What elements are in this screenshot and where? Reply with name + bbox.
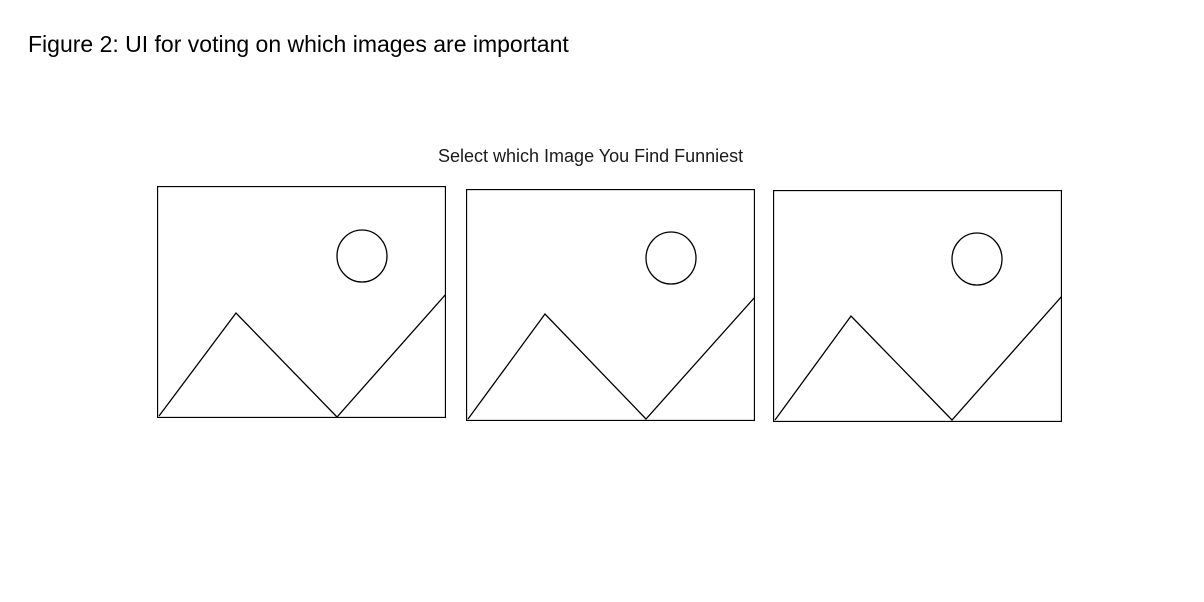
image-option-1[interactable] (157, 186, 446, 418)
voting-prompt: Select which Image You Find Funniest (438, 146, 744, 166)
image-placeholder-icon (157, 186, 446, 418)
image-placeholder-icon (466, 189, 755, 421)
figure-caption: Figure 2: UI for voting on which images … (28, 31, 569, 57)
image-option-2[interactable] (466, 189, 755, 421)
image-placeholder-icon (773, 190, 1062, 422)
image-option-3[interactable] (773, 190, 1062, 422)
